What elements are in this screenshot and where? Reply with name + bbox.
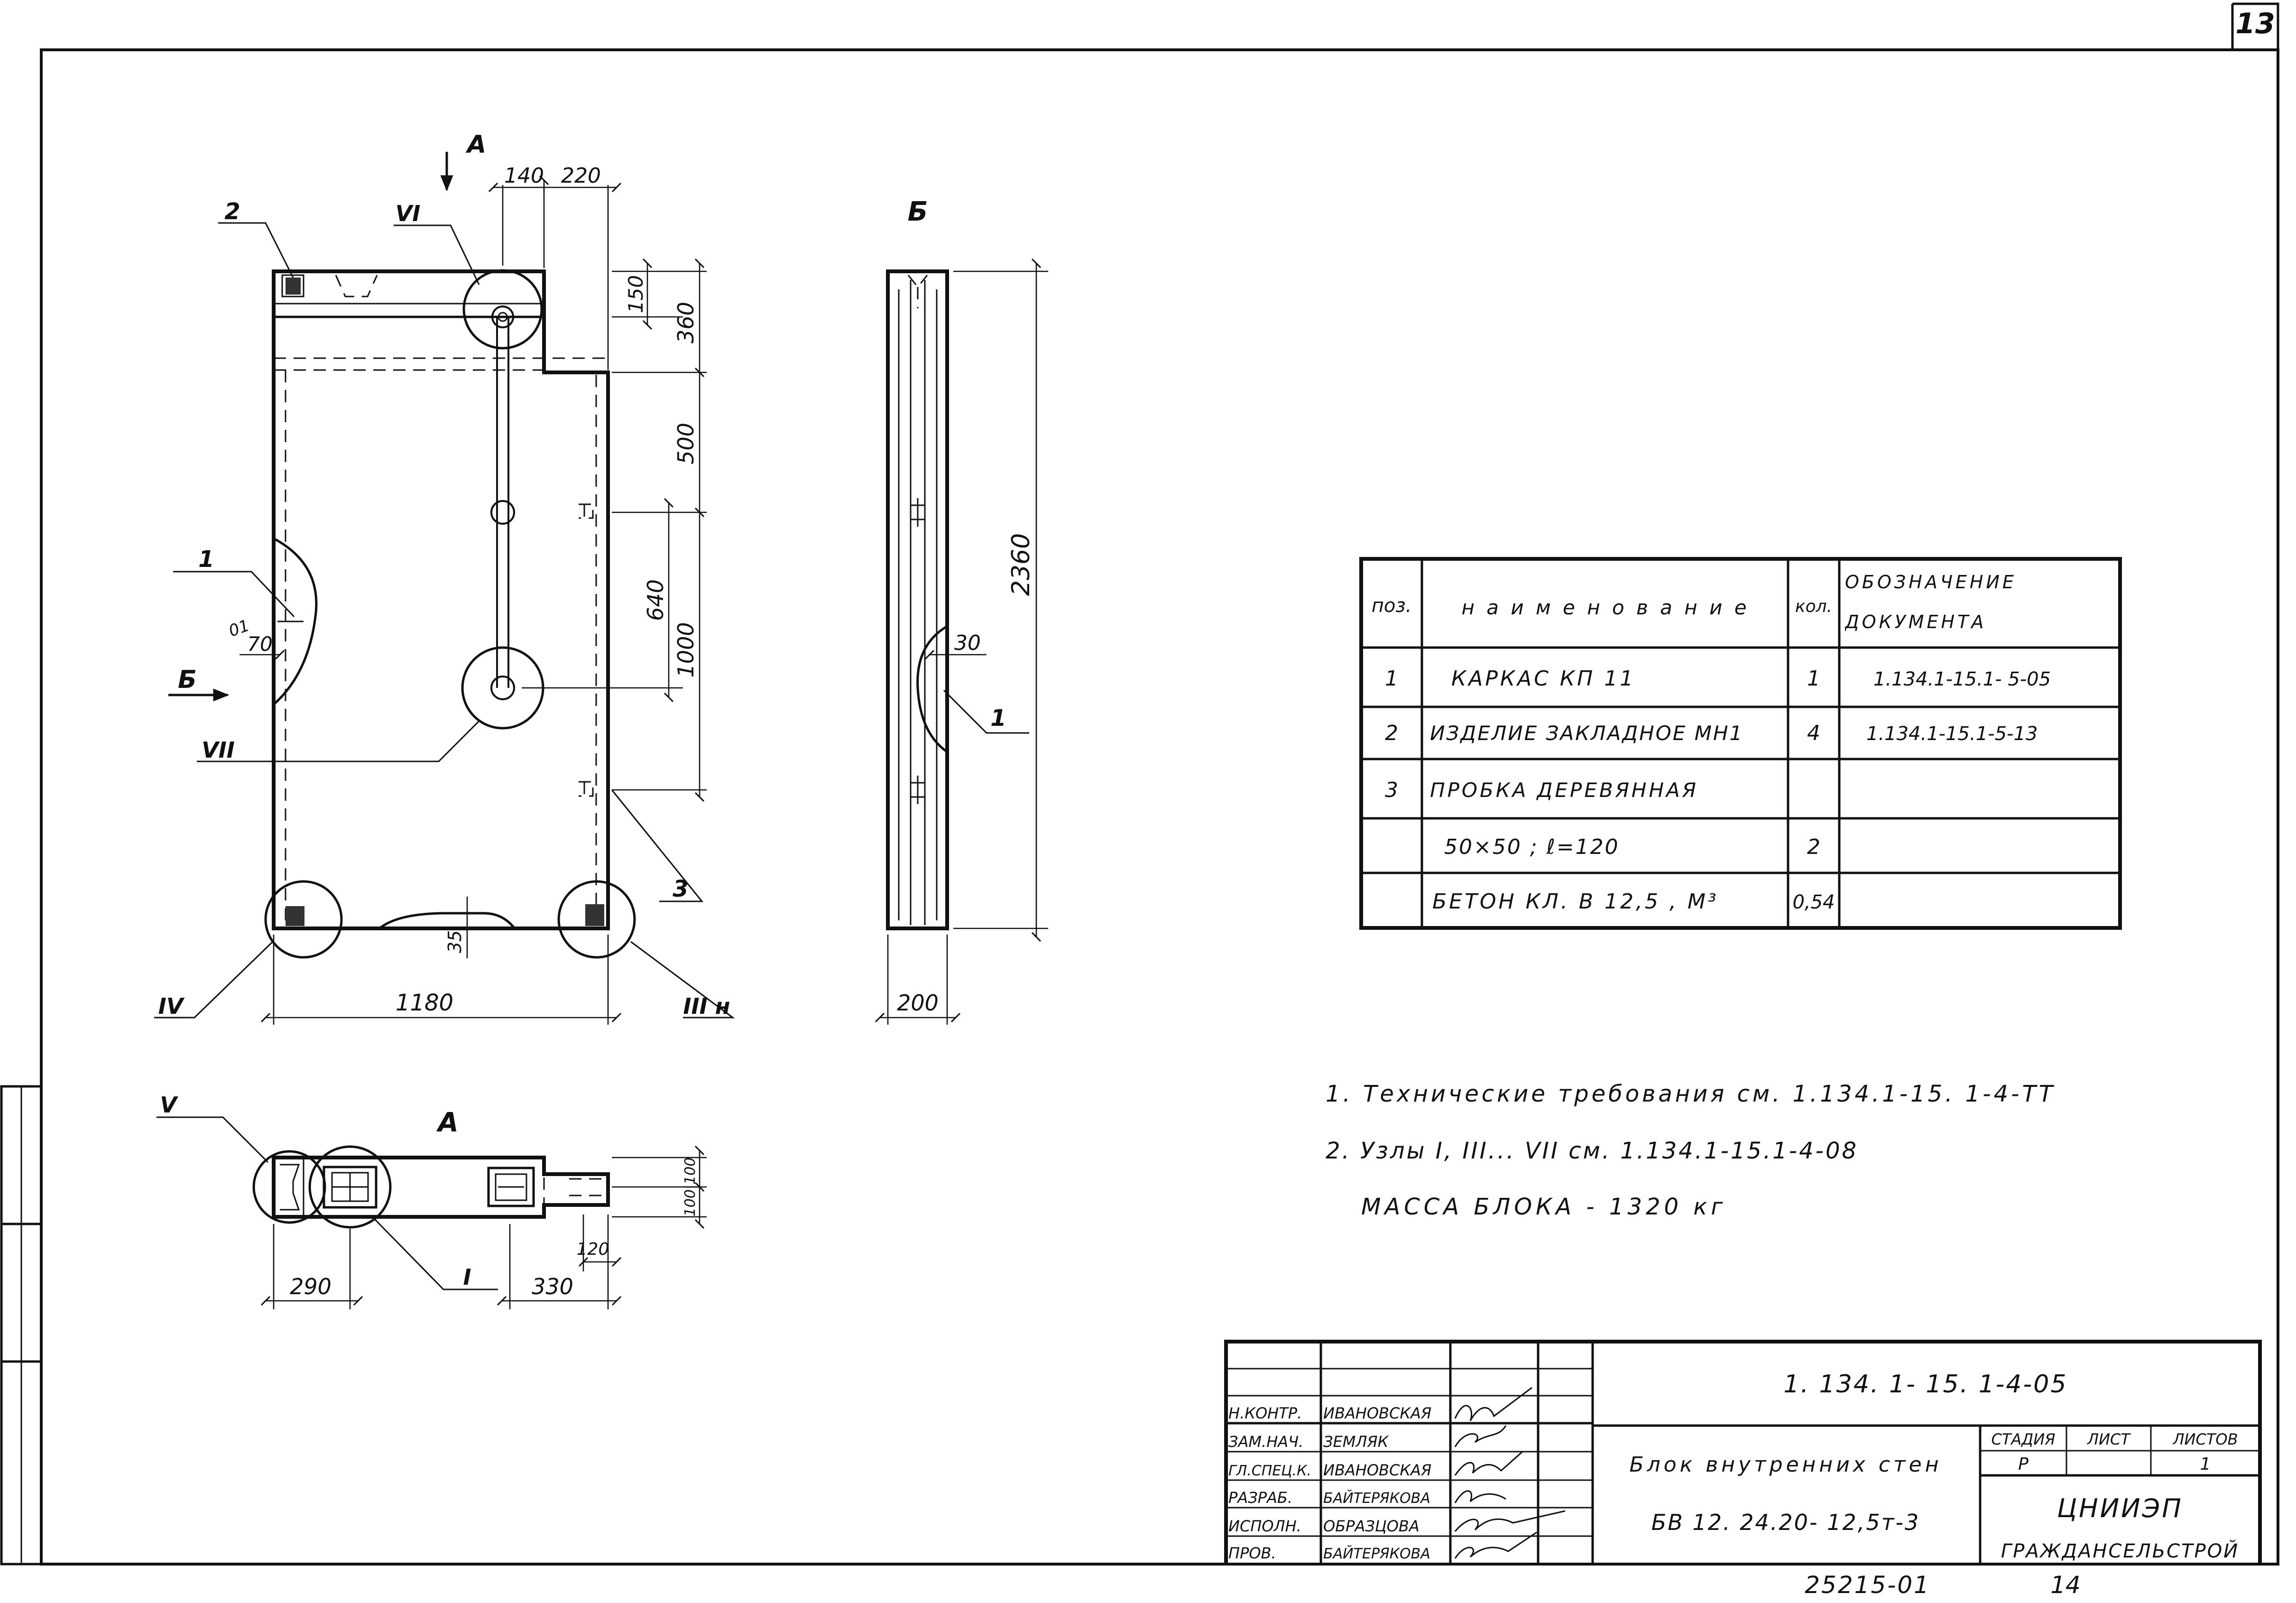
sheets-value: 1 [2200,1455,2211,1474]
spec-cell: 50×50 ; ℓ=120 [1444,835,1620,859]
spec-table [1359,557,2122,930]
plan-view-title: А [436,1107,458,1138]
footer-number: 25215-01 [1805,1571,1930,1599]
staff-name: ЗЕМЛЯК [1323,1433,1389,1451]
callout-node-v: V [160,1092,178,1118]
callout-node-vi: VI [396,201,421,226]
footer-sheet: 14 [2050,1571,2081,1599]
dim-150: 150 [624,275,647,313]
spec-cell: БЕТОН КЛ. В 12,5 , М³ [1432,890,1719,914]
spec-rows: 1 КАРКАС КП 11 1 1.134.1-15.1- 5-05 2 ИЗ… [1385,667,2051,914]
spec-cell: 1.134.1-15.1-5-13 [1866,723,2038,745]
sheets-header: ЛИСТОВ [2172,1430,2238,1448]
dim-330: 330 [532,1274,573,1299]
callout-node-i: I [463,1264,471,1290]
callout-node-iii: III н [683,993,730,1019]
view-arrow-b-label: Б [178,666,197,694]
staff-role: ИСПОЛН. [1228,1517,1301,1535]
staff-name: БАЙТЕРЯКОВА [1323,1490,1430,1507]
spec-cell: 4 [1807,721,1820,745]
plan-view [157,1116,707,1309]
dim-640: 640 [643,579,668,621]
dim-290: 290 [290,1274,332,1299]
sheet-header: ЛИСТ [2087,1430,2131,1448]
page-number: 13 [2235,7,2275,40]
callout-pos-3: 3 [673,876,688,902]
staff-name: ОБРАЗЦОВА [1323,1517,1420,1535]
spec-cell: 1.134.1-15.1- 5-05 [1873,668,2051,690]
staff-role: ЗАМ.НАЧ. [1228,1433,1303,1451]
staff-role: ПРОВ. [1228,1544,1276,1562]
dim-100-100: 100|100 [682,1158,699,1217]
stage-header: СТАДИЯ [1992,1430,2056,1448]
staff-name: ИВАНОВСКАЯ [1323,1461,1431,1479]
spec-cell: КАРКАС КП 11 [1451,667,1635,691]
callout-node-iv: IV [158,993,185,1019]
spec-cell: 2 [1807,835,1820,859]
dim-500: 500 [673,423,699,464]
staff-role: Н.КОНТР. [1228,1404,1302,1422]
dim-1000: 1000 [673,622,699,677]
side-view [880,263,1048,1025]
spec-cell: 0,54 [1792,891,1835,913]
note-line: МАССА БЛОКА - 1320 кг [1361,1194,1727,1220]
spec-cell: 1 [1385,667,1398,691]
org-subname: ГРАЖДАНСЕЛЬСТРОЙ [2001,1539,2239,1562]
notes: 1. Технические требования см. 1.134.1-15… [1326,1081,2056,1220]
spec-header-doc: ОБОЗНАЧЕНИЕ ДОКУМЕНТА [1845,572,2014,632]
staff-rows: Н.КОНТР. ИВАНОВСКАЯ ЗАМ.НАЧ. ЗЕМЛЯК ГЛ.С… [1228,1404,1431,1562]
side-view-title: Б [908,196,928,227]
callout-pos-1: 1 [198,546,214,573]
product-name: Блок внутренних стен [1630,1453,1942,1477]
view-arrow-a-label: А [465,130,486,159]
spec-cell: 3 [1385,778,1398,802]
callout-pos-2: 2 [224,198,240,225]
signatures [1454,1387,1566,1559]
sheet-frame [0,2,2279,1566]
spec-cell: ПРОБКА ДЕРЕВЯННАЯ [1430,778,1698,802]
dim-30: 30 [954,631,981,655]
dim-70: 70 [247,632,272,656]
spec-cell: 1 [1807,667,1820,691]
dim-140: 140 [504,164,544,188]
dim-1180: 1180 [396,990,453,1016]
spec-header-pos: поз. [1372,595,1412,617]
dim-220: 220 [561,164,601,188]
dim-120: 120 [577,1240,609,1259]
staff-name: БАЙТЕРЯКОВА [1323,1545,1430,1562]
note-line: 1. Технические требования см. 1.134.1-15… [1326,1081,2056,1107]
side-callout-pos-1: 1 [990,705,1006,732]
dim-200: 200 [897,990,939,1016]
staff-role: ГЛ.СПЕЦ.К. [1228,1463,1311,1479]
spec-cell: ИЗДЕЛИЕ ЗАКЛАДНОЕ МН1 [1430,722,1743,745]
dim-35: 35 [444,930,465,953]
spec-cell: 2 [1385,721,1398,745]
dim-2360: 2360 [1007,533,1035,596]
staff-role: РАЗРАБ. [1228,1489,1292,1507]
doc-code: 1. 134. 1- 15. 1-4-05 [1784,1370,2068,1399]
staff-name: ИВАНОВСКАЯ [1323,1404,1431,1422]
note-line: 2. Узлы I, III... VII см. 1.134.1-15.1-4… [1326,1138,1858,1164]
front-view [154,152,735,1025]
stage-value: Р [2018,1455,2029,1474]
dim-360: 360 [673,302,699,343]
spec-header-name: н а и м е н о в а н и е [1461,596,1749,619]
title-block [1224,1340,2262,1564]
callout-node-vii: VII [202,737,235,763]
org-name: ЦНИИЭП [2057,1493,2183,1523]
product-mark: БВ 12. 24.20- 12,5т-3 [1651,1510,1920,1535]
spec-header-qty: кол. [1795,597,1832,616]
